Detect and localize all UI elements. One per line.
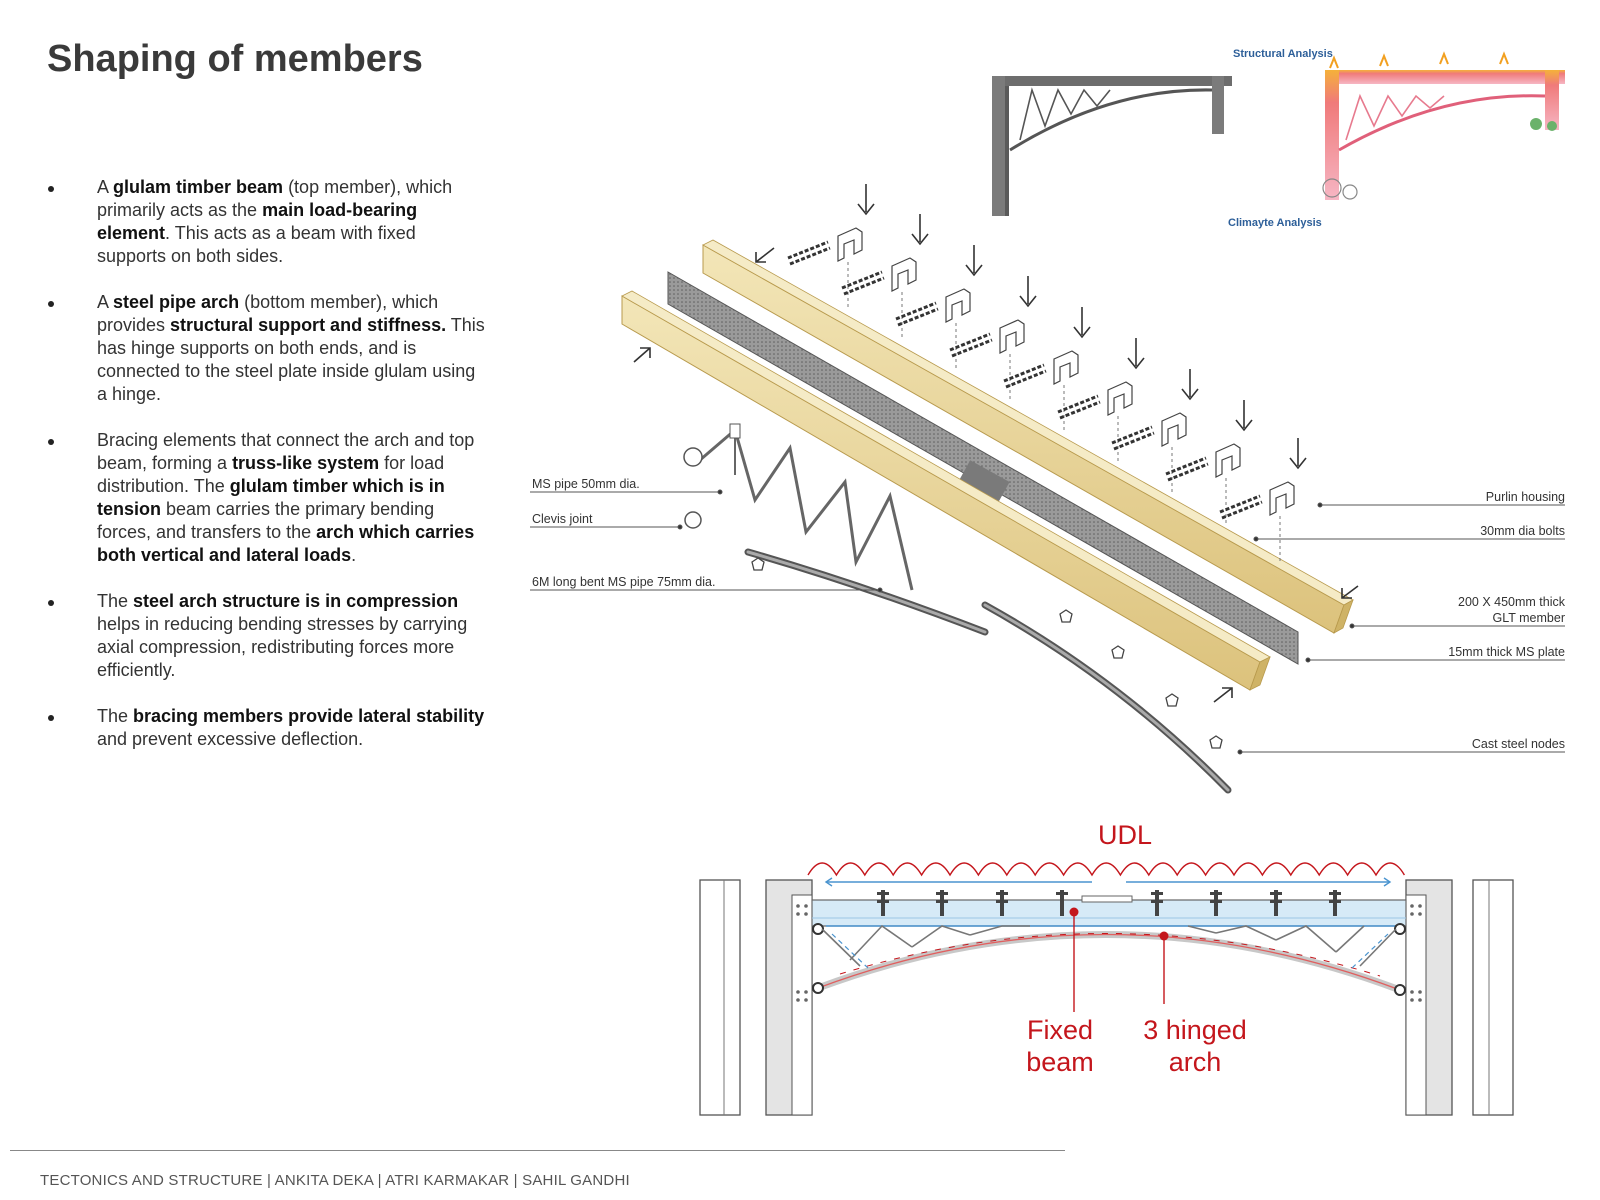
bullet-item: The bracing members provide lateral stab… [45,705,485,751]
bullet-text: A [97,177,114,197]
bullet-item: Bracing elements that connect the arch a… [45,429,485,567]
hinged-arch-label-2: arch [1169,1047,1222,1077]
fixed-beam [811,899,1407,927]
assembly-arrow-icon [755,247,775,263]
structural-analysis-model [992,76,1232,216]
bullet-text: (top member), which primarily acts as th… [97,177,453,220]
outer-column-right [1472,879,1514,1116]
bullet-bold-text: steel pipe arch [113,292,240,312]
bullet-bold-text: glulam timber beam [113,177,284,197]
bullet-text: . [351,545,357,565]
exploded-axonometric: MS pipe 50mm dia. Clevis joint 6M long b… [530,184,1566,794]
bullet-text: This has hinge supports on both ends, an… [97,315,485,404]
clevis-joint-label: Clevis joint [532,512,593,526]
bullet-item: A glulam timber beam (top member), which… [45,176,485,268]
bullet-item: A steel pipe arch (bottom member), which… [45,291,485,406]
outer-column-left [699,879,741,1116]
bullet-text: The [97,591,134,611]
bent-pipe-label: 6M long bent MS pipe 75mm dia. [532,575,715,589]
cast-steel-nodes [751,557,1223,749]
ms-plate-label: 15mm thick MS plate [1448,645,1565,659]
bracing-truss [683,423,914,591]
bullet-list: A glulam timber beam (top member), which… [45,176,485,774]
bullet-text: The [97,706,134,726]
structural-analysis-label: Structural Analysis [1233,48,1333,60]
udl-load-curve [807,862,1406,877]
leader-lines [530,489,1565,755]
bullet-bold-text: arch which carries both vertical and lat… [97,522,475,565]
fixed-beam-label-2: beam [1026,1047,1094,1077]
bolts-label: 30mm dia bolts [1480,524,1565,538]
assembly-arrow-icon [1341,585,1359,599]
cast-steel-nodes-label: Cast steel nodes [1472,737,1565,751]
bullet-text: (bottom member), which provides [97,292,439,335]
glulam-beam-bottom [621,290,1271,691]
section-bracing [821,924,1397,967]
glt-member-label: GLT member [1493,611,1565,625]
purlin-housing-label: Purlin housing [1486,490,1565,504]
bullet-item: The steel arch structure is in compressi… [45,590,485,682]
bullet-bold-text: main load-bearing element [97,200,418,243]
bullet-text: A [97,292,114,312]
glt-size-label: 200 X 450mm thick [1458,595,1566,609]
bullet-text: for load distribution. The [97,453,445,496]
bullet-bold-text: glulam timber which is in tension [97,476,445,519]
assembly-arrow-icon [1213,687,1233,703]
bullet-text: helps in reducing bending stresses by ca… [97,614,468,680]
bullet-bold-text: structural support and stiffness. [170,315,447,335]
climate-analysis-model [1322,51,1565,200]
purlin-housing-row [787,184,1307,562]
footer-credits: TECTONICS AND STRUCTURE | ANKITA DEKA | … [40,1172,630,1189]
udl-label: UDL [1098,820,1152,850]
bullet-text: Bracing elements that connect the arch a… [97,430,475,473]
bullet-bold-text: bracing members provide lateral stabilit… [133,706,485,726]
glulam-beam-top [702,239,1354,634]
bullet-text: . This acts as a beam with fixed support… [97,223,416,266]
steel-plate [667,271,1299,665]
bullet-bold-text: steel arch structure is in compression [133,591,459,611]
fixed-beam-label-1: Fixed [1027,1015,1093,1045]
bullet-bold-text: truss-like system [232,453,380,473]
page-title: Shaping of members [47,38,423,80]
ms-pipe-label: MS pipe 50mm dia. [532,477,640,491]
climate-analysis-label: Climayte Analysis [1228,217,1322,229]
footer-divider [10,1150,1065,1151]
bullet-text: and prevent excessive deflection. [97,729,364,749]
assembly-arrow-icon [633,347,651,363]
bullet-text: beam carries the primary bending forces,… [97,499,435,542]
hinged-arch-label-1: 3 hinged [1143,1015,1247,1045]
structural-section [699,862,1514,1116]
